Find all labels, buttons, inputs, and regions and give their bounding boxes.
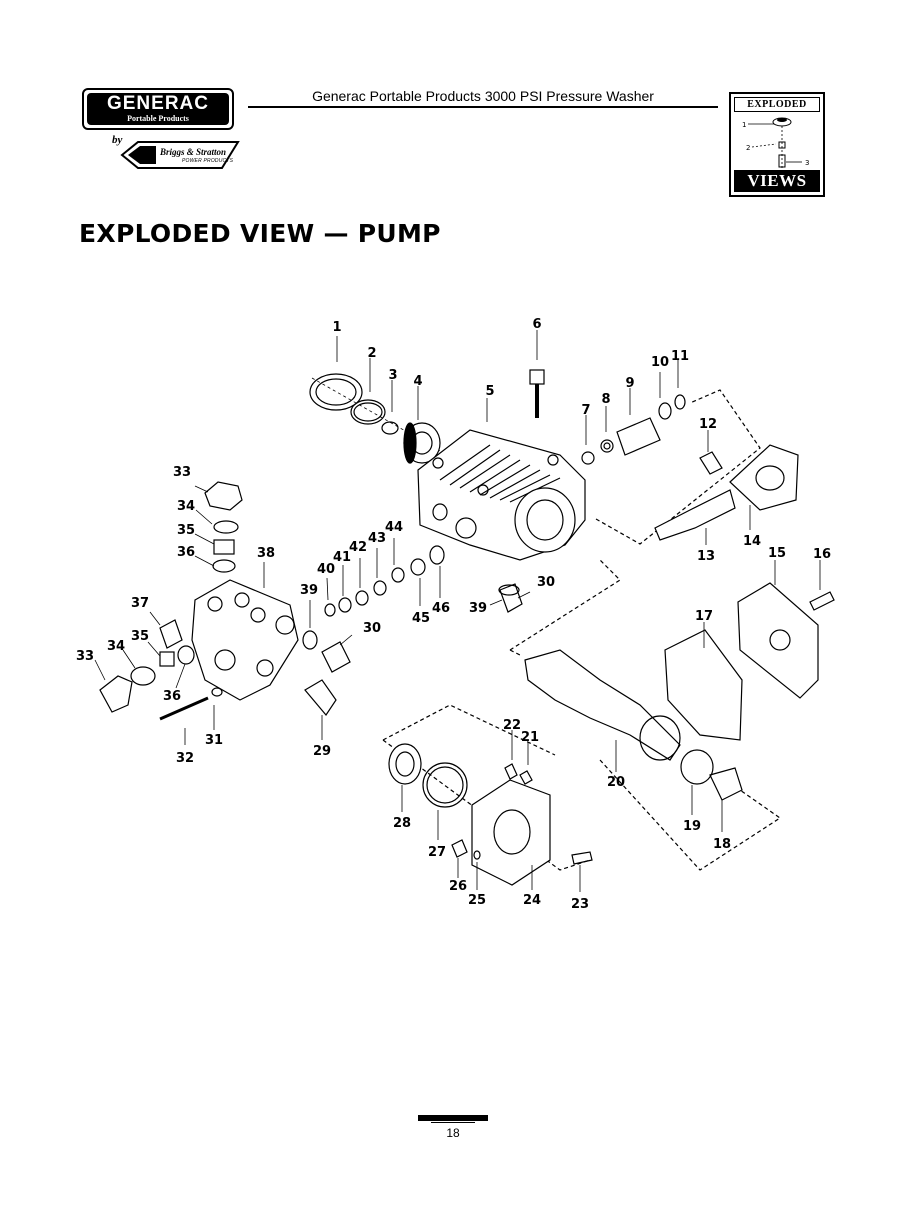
callout-6: 6 bbox=[532, 317, 541, 332]
header-title: Generac Portable Products 3000 PSI Press… bbox=[312, 88, 654, 104]
callout-43: 43 bbox=[368, 531, 386, 546]
callout-33: 33 bbox=[76, 649, 94, 664]
callout-19: 19 bbox=[683, 819, 701, 834]
callout-41: 41 bbox=[333, 550, 351, 565]
callout-21: 21 bbox=[521, 730, 539, 745]
diamond-icon bbox=[120, 141, 240, 169]
diagram-artwork bbox=[99, 369, 835, 886]
partner-sub: POWER PRODUCTS bbox=[182, 158, 234, 164]
callout-39: 39 bbox=[469, 601, 487, 616]
badge-callout: 3 bbox=[805, 159, 809, 167]
callout-38: 38 bbox=[257, 546, 275, 561]
callout-5: 5 bbox=[485, 384, 494, 399]
badge-callout: 1 bbox=[742, 121, 746, 129]
callout-16: 16 bbox=[813, 547, 831, 562]
callout-11: 11 bbox=[671, 349, 689, 364]
callout-34: 34 bbox=[177, 499, 195, 514]
callout-35: 35 bbox=[177, 523, 195, 538]
partner-name: Briggs & Stratton bbox=[160, 147, 227, 157]
callout-29: 29 bbox=[313, 744, 331, 759]
callout-33: 33 bbox=[173, 465, 191, 480]
callout-44: 44 bbox=[385, 520, 403, 535]
callout-14: 14 bbox=[743, 534, 761, 549]
callout-17: 17 bbox=[695, 609, 713, 624]
callout-2: 2 bbox=[367, 346, 376, 361]
callout-18: 18 bbox=[713, 837, 731, 852]
callout-39: 39 bbox=[300, 583, 318, 598]
callout-37: 37 bbox=[131, 596, 149, 611]
leader-lines bbox=[94, 330, 821, 892]
callout-32: 32 bbox=[176, 751, 194, 766]
callout-12: 12 bbox=[699, 417, 717, 432]
callout-22: 22 bbox=[503, 718, 521, 733]
callout-7: 7 bbox=[581, 403, 590, 418]
by-text: by bbox=[112, 134, 123, 146]
callout-35: 35 bbox=[131, 629, 149, 644]
callout-8: 8 bbox=[601, 392, 610, 407]
callout-9: 9 bbox=[625, 376, 634, 391]
callout-labels: 1 2 3 4 5 6 7 8 9 10 11 12 13 14 15 16 1… bbox=[76, 317, 831, 912]
briggs-stratton-logo: Briggs & Stratton POWER PRODUCTS bbox=[120, 138, 240, 172]
callout-15: 15 bbox=[768, 546, 786, 561]
page-number: 18 bbox=[446, 1126, 460, 1140]
header-rule bbox=[248, 106, 718, 108]
callout-13: 13 bbox=[697, 549, 715, 564]
callout-23: 23 bbox=[571, 897, 589, 912]
callout-36: 36 bbox=[163, 689, 181, 704]
callout-25: 25 bbox=[468, 893, 486, 908]
callout-30: 30 bbox=[537, 575, 555, 590]
callout-34: 34 bbox=[107, 639, 125, 654]
callout-1: 1 bbox=[332, 320, 341, 335]
footer-rule bbox=[431, 1122, 475, 1123]
callout-20: 20 bbox=[607, 775, 625, 790]
callout-10: 10 bbox=[651, 355, 669, 370]
callout-46: 46 bbox=[432, 601, 450, 616]
brand-name: GENERAC bbox=[106, 93, 209, 114]
footer-bar bbox=[418, 1115, 488, 1121]
callout-42: 42 bbox=[349, 540, 367, 555]
callout-40: 40 bbox=[317, 562, 335, 577]
callout-31: 31 bbox=[205, 733, 223, 748]
badge-bottom-label: VIEWS bbox=[734, 170, 820, 192]
callout-36: 36 bbox=[177, 545, 195, 560]
badge-top-label: EXPLODED bbox=[734, 97, 820, 112]
badge-illustration: 1 2 3 bbox=[742, 117, 809, 168]
callout-45: 45 bbox=[412, 611, 430, 626]
callout-3: 3 bbox=[388, 368, 397, 383]
callout-26: 26 bbox=[449, 879, 467, 894]
callout-24: 24 bbox=[523, 893, 541, 908]
callout-4: 4 bbox=[413, 374, 422, 389]
callout-27: 27 bbox=[428, 845, 446, 860]
generac-logo: GENERAC Portable Products bbox=[82, 88, 234, 130]
callout-30: 30 bbox=[363, 621, 381, 636]
brand-sub: Portable Products bbox=[127, 114, 189, 123]
page-title: EXPLODED VIEW — PUMP bbox=[79, 219, 441, 248]
callout-28: 28 bbox=[393, 816, 411, 831]
exploded-views-badge: EXPLODED 1 2 3 VIEWS bbox=[729, 92, 825, 197]
badge-callout: 2 bbox=[746, 144, 750, 152]
